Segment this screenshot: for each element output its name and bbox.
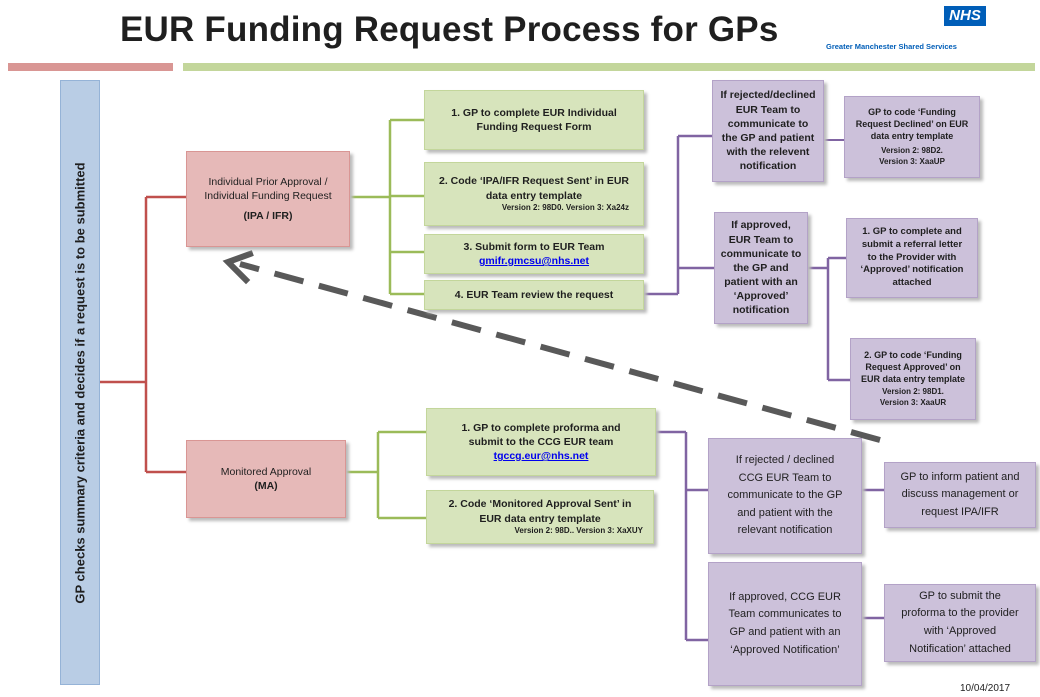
ma-line1: Monitored Approval xyxy=(220,465,312,478)
ipa-approved-step2-l1: 2. GP to code ‘Funding xyxy=(864,349,962,360)
ipa-approved-step-2: 2. GP to code ‘Funding Request Approved’… xyxy=(850,338,976,420)
nhs-logo: NHS xyxy=(944,6,986,26)
ipa-step-1-line1: 1. GP to complete EUR Individual xyxy=(451,106,617,119)
ipa-approved-step-1: 1. GP to complete and submit a referral … xyxy=(846,218,978,298)
ipa-approved-l6: ‘Approved’ xyxy=(733,290,789,303)
ma-approved-action-l2: proforma to the provider xyxy=(901,607,1019,620)
ma-step-2: 2. Code ‘Monitored Approval Sent’ in EUR… xyxy=(426,490,654,544)
ma-rejected-l1: If rejected / declined xyxy=(735,454,835,467)
ipa-email-link[interactable]: gmifr.gmcsu@nhs.net xyxy=(478,255,589,267)
ipa-declined-l1: GP to code ‘Funding xyxy=(868,106,956,117)
ipa-approved-l1: If approved, xyxy=(731,219,791,232)
ipa-approved-step2-v3: Version 3: XaaUR xyxy=(879,398,947,408)
ipa-approved-l7: notification xyxy=(732,304,790,317)
ma-approved-action: GP to submit the proforma to the provide… xyxy=(884,584,1036,662)
ipa-line1: Individual Prior Approval / xyxy=(208,175,328,188)
ipa-approved-step2-v2: Version 2: 98D1. xyxy=(882,387,944,397)
ma-rejected-box: If rejected / declined CCG EUR Team to c… xyxy=(708,438,862,554)
org-name: Greater Manchester Shared Services xyxy=(826,42,957,51)
ipa-step-1: 1. GP to complete EUR Individual Funding… xyxy=(424,90,644,150)
ipa-declined-v3: Version 3: XaaUP xyxy=(879,157,945,167)
ma-rejected-action: GP to inform patient and discuss managem… xyxy=(884,462,1036,528)
ipa-step-2: 2. Code ‘IPA/IFR Request Sent’ in EUR da… xyxy=(424,162,644,226)
ma-email-link[interactable]: tgccg.eur@nhs.net xyxy=(493,450,589,463)
ipa-approved-step1-l2: submit a referral letter xyxy=(861,238,963,250)
header-divider-red xyxy=(8,63,173,71)
ma-rejected-l4: and patient with the xyxy=(737,506,833,519)
ipa-rejected-box: If rejected/declined EUR Team to communi… xyxy=(712,80,824,182)
ma-approved-action-l4: Notification’ attached xyxy=(909,642,1011,655)
ipa-step-4-line1: 4. EUR Team review the request xyxy=(454,288,614,301)
ipa-approved-step2-l2: Request Approved’ on xyxy=(865,362,961,373)
ipa-approved-l4: the GP and xyxy=(733,261,789,274)
ma-step-1-line2: submit to the CCG EUR team xyxy=(468,435,614,448)
ipa-declined-l2: Request Declined’ on EUR xyxy=(855,119,969,130)
ma-rejected-l5: relevant notification xyxy=(737,524,833,537)
ipa-approved-box: If approved, EUR Team to communicate to … xyxy=(714,212,808,324)
ipa-approved-step1-l3: to the Provider with xyxy=(867,251,957,263)
dashed-return-arrow xyxy=(239,261,881,443)
ipa-approved-step1-l5: attached xyxy=(892,277,932,289)
ipa-rejected-l6: notification xyxy=(739,160,797,173)
ipa-step-2-line1: 2. Code ‘IPA/IFR Request Sent’ in EUR xyxy=(439,175,629,188)
ipa-declined-v2: Version 2: 98D2. xyxy=(881,146,943,156)
ma-line2: (MA) xyxy=(254,480,278,492)
ipa-approved-step2-l3: EUR data entry template xyxy=(860,374,966,385)
ma-approved-action-l3: with ‘Approved xyxy=(923,625,997,637)
ipa-declined-l3: data entry template xyxy=(870,131,954,142)
ma-step-2-codes: Version 2: 98D.. Version 3: XaXUY xyxy=(514,525,644,535)
criteria-sidebar: GP checks summary criteria and decides i… xyxy=(60,80,100,685)
ma-step-2-line1: 2. Code ‘Monitored Approval Sent’ in xyxy=(448,498,632,511)
monitored-approval-box: Monitored Approval (MA) xyxy=(186,440,346,518)
ma-approved-l3: GP and patient with an xyxy=(729,626,841,638)
header-divider-green xyxy=(183,63,1035,71)
ipa-step-4: 4. EUR Team review the request xyxy=(424,280,644,310)
ipa-rejected-l1: If rejected/declined xyxy=(720,89,816,102)
ipa-approved-step1-l4: ‘Approved’ notification xyxy=(860,264,964,276)
ipa-approved-l5: patient with an xyxy=(724,276,798,289)
ma-rejected-action-l2: discuss management or xyxy=(901,488,1019,501)
ma-rejected-action-l3: request IPA/IFR xyxy=(921,505,999,518)
ma-step-1: 1. GP to complete proforma and submit to… xyxy=(426,408,656,476)
ipa-approved-l3: communicate to xyxy=(720,247,802,260)
ma-approved-action-l1: GP to submit the xyxy=(919,589,1001,602)
criteria-text: GP checks summary criteria and decides i… xyxy=(72,161,88,604)
ipa-approved-step1-l1: 1. GP to complete and xyxy=(862,225,962,237)
ma-approved-l2: Team communicates to xyxy=(728,608,842,621)
ipa-line3: (IPA / IFR) xyxy=(243,210,293,223)
ipa-rejected-l3: communicate to xyxy=(727,117,809,130)
ma-rejected-action-l1: GP to inform patient and xyxy=(900,470,1020,483)
page-title: EUR Funding Request Process for GPs xyxy=(120,10,779,49)
ma-rejected-l3: communicate to the GP xyxy=(727,489,843,502)
ipa-rejected-l5: with the relevent xyxy=(726,146,810,159)
ma-step-1-line1: 1. GP to complete proforma and xyxy=(461,421,621,434)
ipa-ifr-box: Individual Prior Approval / Individual F… xyxy=(186,151,350,247)
ipa-step-2-line2: data entry template xyxy=(485,189,583,202)
ipa-rejected-l4: the GP and patient xyxy=(721,132,815,144)
ma-approved-l1: If approved, CCG EUR xyxy=(729,590,841,603)
ipa-line2: Individual Funding Request xyxy=(204,189,332,202)
ma-approved-l4: ‘Approved Notification’ xyxy=(730,643,840,656)
ma-step-2-line2: EUR data entry template xyxy=(479,512,601,525)
ipa-step-3: 3. Submit form to EUR Team gmifr.gmcsu@n… xyxy=(424,234,644,274)
ipa-step-1-line2: Funding Request Form xyxy=(476,121,592,133)
footer-date: 10/04/2017 xyxy=(960,683,1011,694)
ma-rejected-l2: CCG EUR Team to xyxy=(738,471,832,484)
ipa-step-3-line1: 3. Submit form to EUR Team xyxy=(463,240,605,253)
ipa-step-2-codes: Version 2: 98D0. Version 3: Xa24z xyxy=(501,202,629,212)
ma-approved-box: If approved, CCG EUR Team communicates t… xyxy=(708,562,862,686)
arrow-head xyxy=(222,250,254,285)
ipa-declined-code-box: GP to code ‘Funding Request Declined’ on… xyxy=(844,96,980,178)
ipa-approved-l2: EUR Team to xyxy=(728,233,794,246)
ipa-rejected-l2: EUR Team to xyxy=(735,103,801,116)
